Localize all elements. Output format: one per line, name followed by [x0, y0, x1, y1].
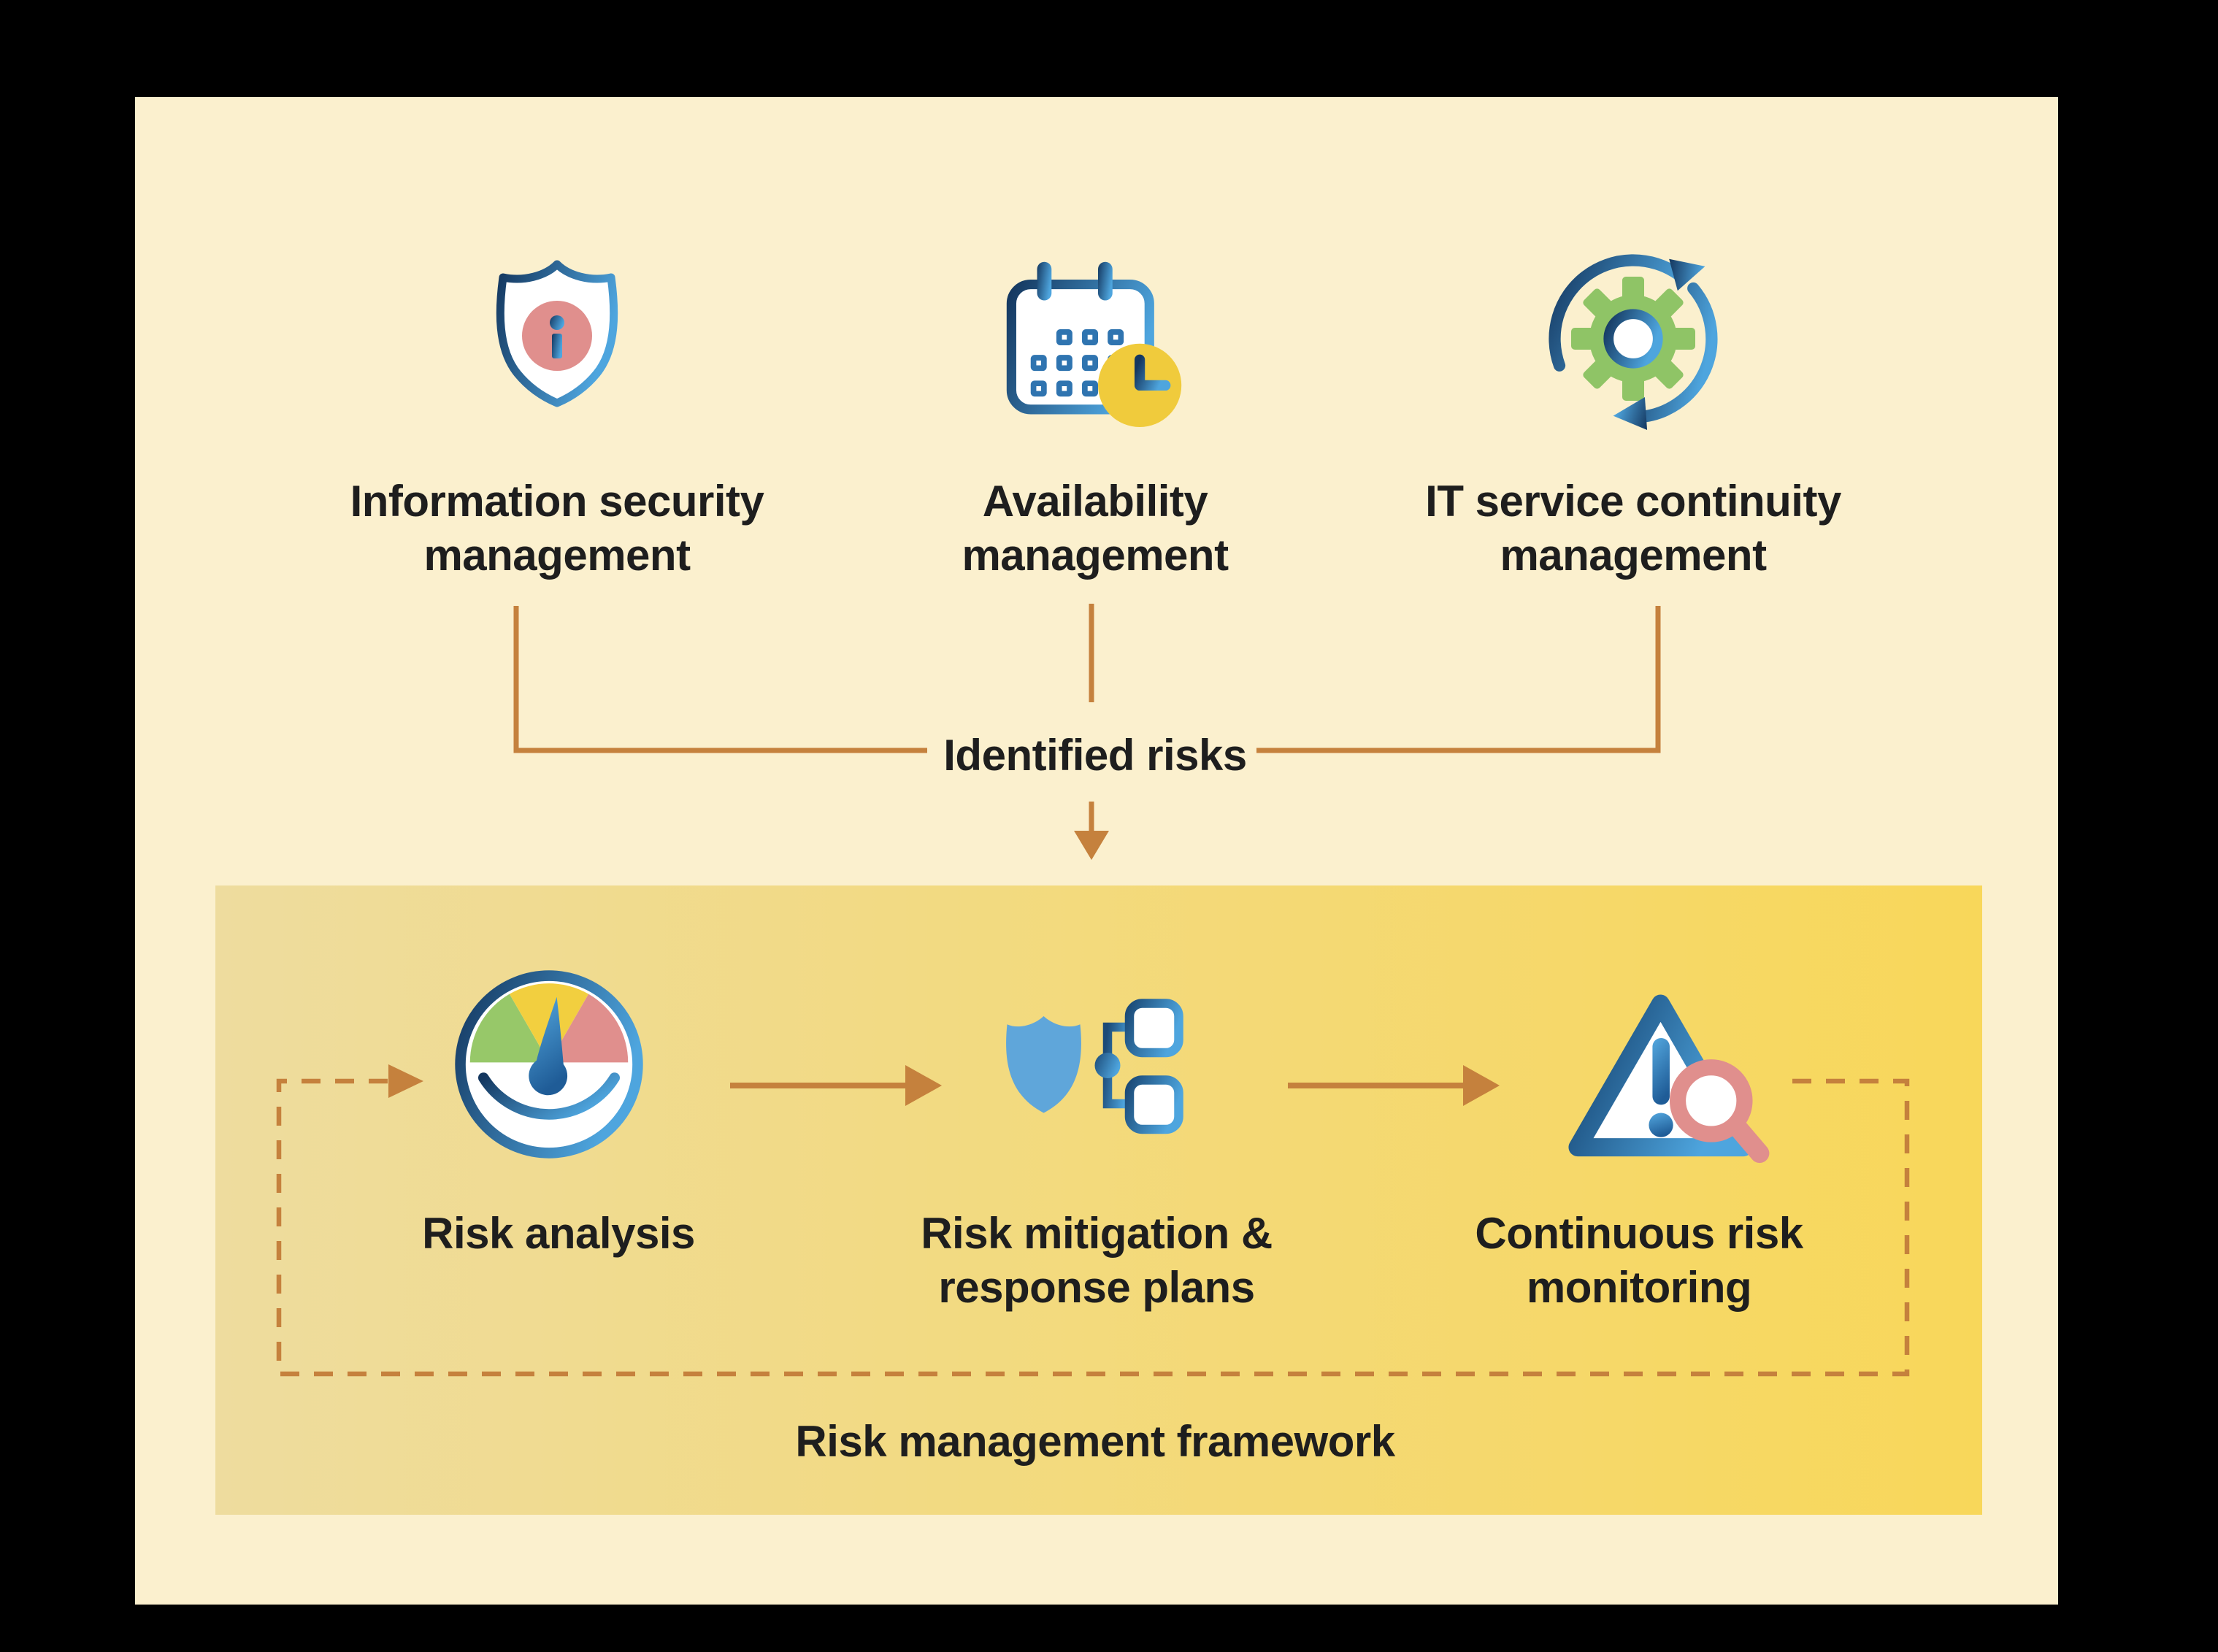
loop-arrowhead — [388, 1064, 423, 1098]
calendar-clock-icon — [1006, 261, 1182, 428]
warning-search-icon — [1568, 994, 1770, 1164]
arrowhead-1 — [905, 1065, 942, 1106]
label-risk-management-framework: Risk management framework — [795, 1417, 1395, 1466]
sync-gear-icon — [1549, 254, 1718, 430]
label-availability: Availability management — [962, 477, 1229, 580]
connector-right — [1256, 606, 1661, 753]
arrowhead-2 — [1463, 1065, 1500, 1106]
shield-info-icon — [496, 260, 618, 407]
shield-flowchart-icon — [1006, 999, 1183, 1134]
label-risk-analysis: Risk analysis — [422, 1209, 695, 1258]
feedback-loop-dashed — [276, 1078, 1910, 1377]
down-arrowhead — [1074, 831, 1109, 860]
gauge-icon — [455, 970, 643, 1159]
label-information-security: Information security management — [350, 477, 764, 580]
label-identified-risks: Identified risks — [943, 731, 1247, 780]
label-continuous-monitoring: Continuous risk monitoring — [1475, 1209, 1803, 1312]
connector-left — [513, 606, 927, 753]
label-risk-mitigation: Risk mitigation & response plans — [921, 1209, 1273, 1312]
label-it-service-continuity: IT service continuity management — [1425, 477, 1841, 580]
